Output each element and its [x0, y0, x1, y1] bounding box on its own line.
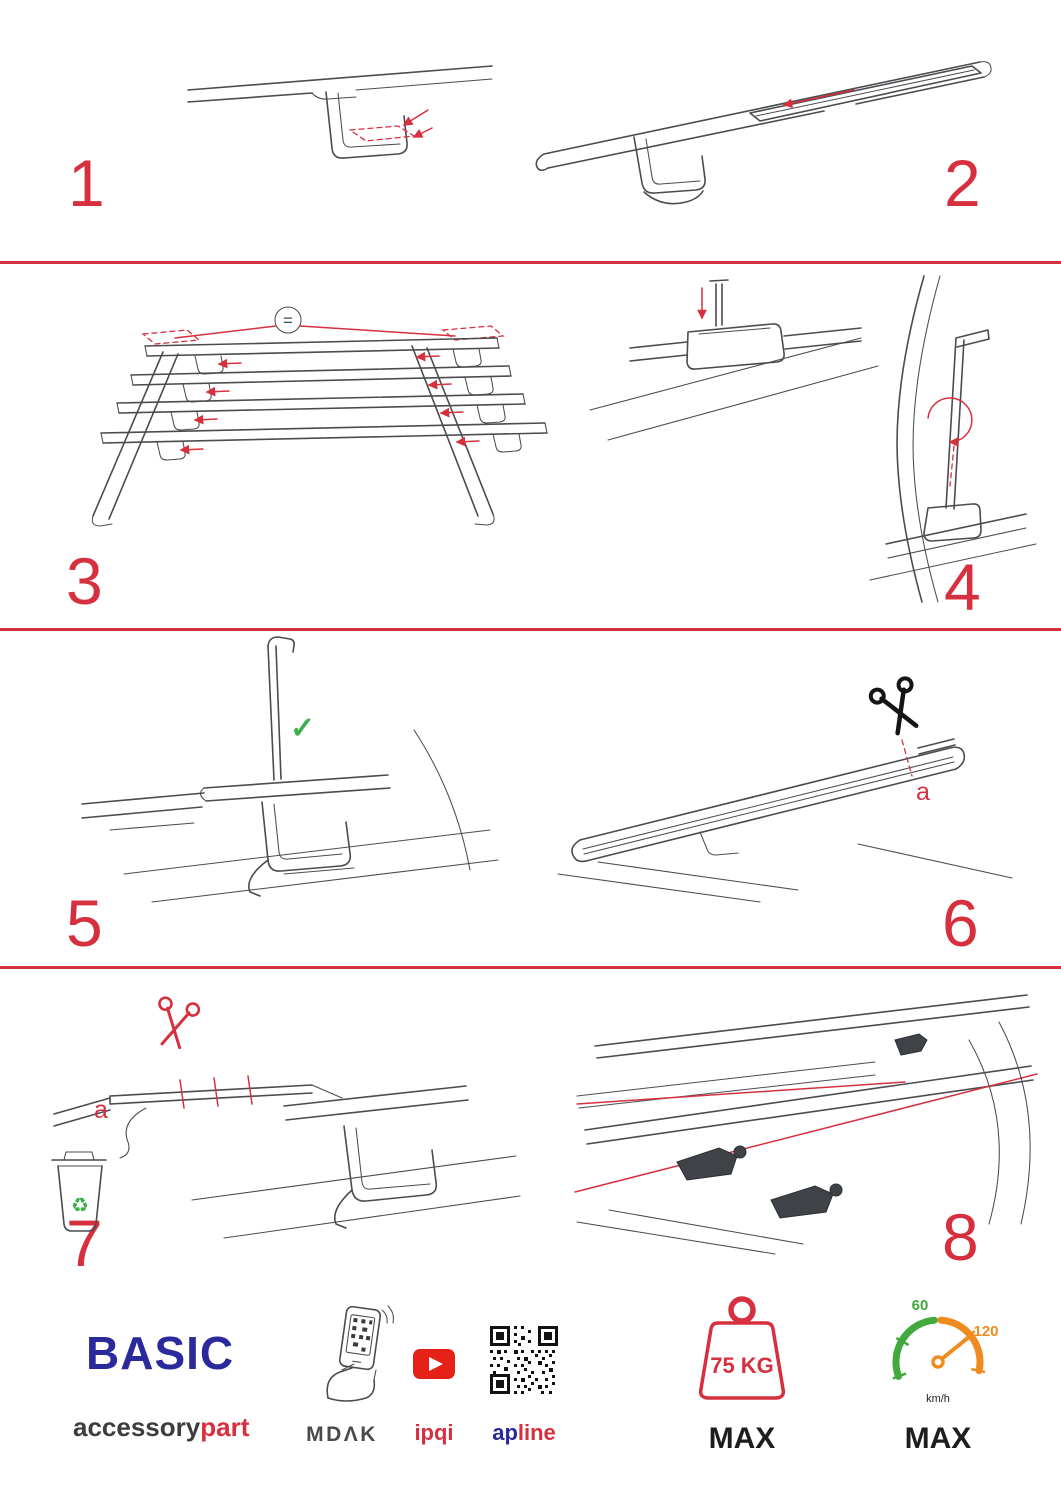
- step-5-illustration: [81, 636, 499, 903]
- section-divider: [0, 966, 1061, 969]
- brand-logo: BASIC: [86, 1327, 235, 1379]
- step-2-number: 2: [944, 146, 981, 220]
- step-5-number: 5: [66, 886, 103, 960]
- step-4-illustration: [589, 275, 1037, 603]
- speed-tick-high: 120: [973, 1323, 998, 1340]
- speed-tick-low: 60: [912, 1297, 929, 1314]
- tensioner-tool-icon: [770, 1183, 843, 1219]
- speed-unit: km/h: [926, 1393, 950, 1405]
- video-label: ipqi: [414, 1420, 454, 1445]
- youtube-icon: [413, 1349, 455, 1379]
- section-divider: [0, 261, 1061, 264]
- step-8-number: 8: [942, 1200, 979, 1274]
- tensioner-tool-icon: [676, 1145, 747, 1181]
- equal-spacing-symbol: =: [283, 311, 293, 330]
- step-4-number: 4: [944, 550, 981, 624]
- max-load-label: MAX: [708, 1422, 776, 1455]
- check-icon: ✓: [290, 712, 316, 745]
- max-speed-label: MAX: [904, 1422, 972, 1455]
- step-1-number: 1: [68, 146, 105, 220]
- app-label: MDΛK: [306, 1423, 378, 1446]
- part-a-label: a: [94, 1096, 108, 1124]
- step-8-illustration: [574, 994, 1038, 1255]
- brand-name-red: part: [200, 1412, 250, 1442]
- site-label: apline: [486, 1422, 562, 1444]
- step-7-illustration: ♻: [51, 996, 521, 1239]
- max-weight-icon: 75 KG: [698, 1296, 786, 1400]
- step-3-illustration: =: [91, 306, 548, 527]
- trash-icon: [51, 1151, 107, 1232]
- qr-code: [490, 1326, 558, 1394]
- step-3-number: 3: [66, 544, 103, 618]
- step-6-number: 6: [942, 886, 979, 960]
- speedometer-icon: 60 120 km/h: [892, 1297, 999, 1405]
- phone-qr-icon: [326, 1305, 394, 1402]
- recycle-icon: ♻: [71, 1195, 89, 1217]
- step-1-illustration: [187, 65, 493, 159]
- site-label-red: line: [517, 1420, 556, 1445]
- step-2-illustration: [535, 61, 992, 205]
- max-load-value: 75 KG: [710, 1353, 774, 1378]
- part-a-label: a: [916, 778, 930, 806]
- scissors-icon: [158, 996, 201, 1050]
- brand-name-dark: accessory: [73, 1412, 201, 1442]
- step-6-illustration: [557, 676, 1013, 903]
- section-divider: [0, 628, 1061, 631]
- scissors-icon: [868, 676, 919, 736]
- site-label-dark: ap: [492, 1420, 518, 1445]
- brand-name: accessorypart: [73, 1414, 249, 1440]
- equal-spacing-badge: [274, 306, 302, 334]
- end-clamp-icon: [894, 1033, 928, 1056]
